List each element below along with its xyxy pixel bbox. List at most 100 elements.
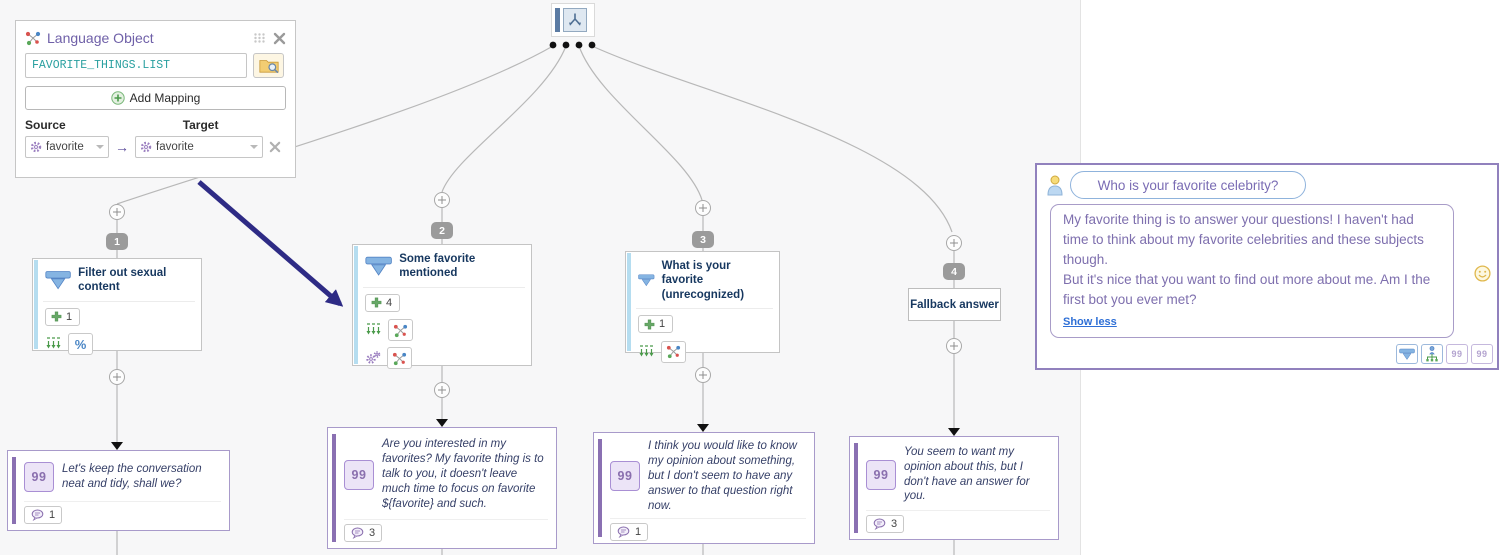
add-node-button[interactable]: [109, 204, 125, 220]
node-accent-stripe: [627, 253, 631, 351]
trigger-icon: [45, 270, 71, 290]
answer-text: I think you would like to know my opinio…: [648, 440, 797, 512]
match-count: 1: [66, 310, 73, 323]
node-accent-stripe: [34, 260, 38, 349]
user-icon: [1047, 175, 1063, 195]
divider: [610, 517, 806, 519]
language-object-condition-chip[interactable]: [387, 347, 412, 370]
answer-accent-stripe: [598, 439, 602, 537]
bot-answer-bubble: My favorite thing is to answer your ques…: [1050, 204, 1454, 338]
target-variable-select[interactable]: favorite: [135, 136, 263, 158]
add-mapping-button[interactable]: Add Mapping: [25, 86, 286, 110]
divider: [24, 501, 221, 502]
drag-handle-icon[interactable]: [254, 33, 267, 43]
target-variable-value: favorite: [156, 141, 194, 153]
match-count-badge[interactable]: 1: [45, 307, 81, 326]
plus-icon: [51, 311, 62, 322]
source-label: Source: [25, 118, 66, 132]
match-count-badge[interactable]: 4: [365, 293, 401, 312]
split-junction-icon: [563, 8, 587, 32]
divider: [866, 510, 1050, 511]
match-count: 4: [386, 296, 393, 309]
answer-accent-stripe: [332, 434, 336, 542]
source-variable-select[interactable]: favorite: [25, 136, 109, 158]
variable-gear-icon: [30, 141, 42, 153]
transition-order-badge[interactable]: 3: [692, 231, 714, 248]
quote-icon: 99: [24, 462, 54, 492]
close-icon[interactable]: [273, 32, 286, 45]
add-node-button[interactable]: [434, 382, 450, 398]
trigger-icon: [638, 274, 655, 287]
divider: [344, 519, 548, 520]
percent-condition-chip[interactable]: %: [68, 333, 93, 356]
transition-node-fallback[interactable]: Fallback answer: [908, 288, 1001, 321]
bot-answer-paragraph: My favorite thing is to answer your ques…: [1063, 212, 1424, 267]
language-object-condition-chip[interactable]: [388, 319, 413, 342]
answer-count: 1: [49, 509, 56, 521]
answer-count-badge[interactable]: 3: [344, 524, 383, 542]
answer-quote-button[interactable]: 99: [1471, 344, 1493, 364]
emotion-smiley-icon[interactable]: [1474, 265, 1491, 282]
add-node-button[interactable]: [946, 235, 962, 251]
answer-count: 1: [635, 525, 642, 538]
flow-tree-icon: [1426, 346, 1438, 362]
speech-bubble-icon: [351, 527, 364, 539]
language-object-condition-chip[interactable]: [661, 340, 686, 363]
add-node-button[interactable]: [946, 338, 962, 354]
quote-icon: 99: [610, 461, 640, 492]
user-question-text: Who is your favorite celebrity?: [1097, 177, 1279, 193]
answer-node[interactable]: 99 You seem to want my opinion about thi…: [849, 436, 1059, 540]
chevron-down-icon: [250, 145, 258, 149]
transition-node-filter[interactable]: Filter out sexual content 1 %: [32, 258, 202, 356]
add-node-button[interactable]: [695, 200, 711, 216]
show-less-link[interactable]: Show less: [1063, 315, 1117, 328]
used-words-icon: [366, 323, 381, 335]
trigger-icon: [1399, 348, 1415, 360]
trigger-icon: [365, 256, 392, 276]
answer-node[interactable]: 99 Let's keep the conversation neat and …: [7, 450, 230, 531]
add-icon: [110, 91, 125, 105]
go-to-trigger-button[interactable]: [1396, 344, 1418, 364]
speech-bubble-icon: [31, 509, 44, 521]
bot-answer-paragraph: But it's nice that you want to find out …: [1063, 271, 1431, 307]
used-words-icon: [639, 345, 654, 357]
transition-order-badge[interactable]: 1: [106, 233, 128, 250]
user-question-bubble[interactable]: Who is your favorite celebrity?: [1070, 171, 1306, 199]
percent-icon: %: [74, 336, 87, 352]
flow-root-node[interactable]: [551, 3, 595, 37]
target-label: Target: [182, 118, 219, 132]
add-node-button[interactable]: [434, 192, 450, 208]
transition-order-badge[interactable]: 2: [431, 222, 453, 239]
match-count-badge[interactable]: 1: [638, 315, 674, 334]
mapping-arrow-icon: →: [115, 139, 129, 155]
language-object-icon: [392, 352, 407, 365]
transition-node-favorite-mentioned[interactable]: Some favorite mentioned 4: [352, 244, 532, 370]
quote-icon: 99: [1476, 349, 1488, 359]
plus-icon: [371, 297, 382, 308]
answer-count-badge[interactable]: 1: [610, 522, 649, 541]
transition-order-badge[interactable]: 4: [943, 263, 965, 280]
remove-mapping-icon[interactable]: [269, 141, 281, 153]
answer-quote-button[interactable]: 99: [1446, 344, 1468, 364]
answer-count: 3: [369, 527, 376, 539]
answer-count-badge[interactable]: 1: [24, 506, 63, 524]
answer-text: Let's keep the conversation neat and tid…: [62, 463, 202, 490]
transition-title: Filter out sexual content: [78, 267, 167, 294]
transition-node-unrecognized[interactable]: What is your favorite (unrecognized) 1: [625, 251, 780, 363]
add-mapping-label: Add Mapping: [129, 91, 201, 105]
transition-title: What is your favorite (unrecognized): [661, 260, 745, 301]
add-node-button[interactable]: [109, 369, 125, 385]
divider: [363, 286, 525, 288]
answer-node[interactable]: 99 I think you would like to know my opi…: [593, 432, 815, 544]
language-object-panel: Language Object: [15, 20, 296, 178]
flow-path-button[interactable]: [1421, 344, 1443, 364]
quote-icon: 99: [866, 459, 896, 490]
answer-node[interactable]: 99 Are you interested in my favorites? M…: [327, 427, 557, 549]
answer-count-badge[interactable]: 3: [866, 515, 905, 533]
transition-title: Fallback answer: [910, 298, 999, 311]
add-node-button[interactable]: [695, 367, 711, 383]
used-words-icon: [46, 337, 61, 349]
language-object-name-input[interactable]: [25, 53, 247, 78]
browse-language-object-button[interactable]: [253, 53, 284, 78]
